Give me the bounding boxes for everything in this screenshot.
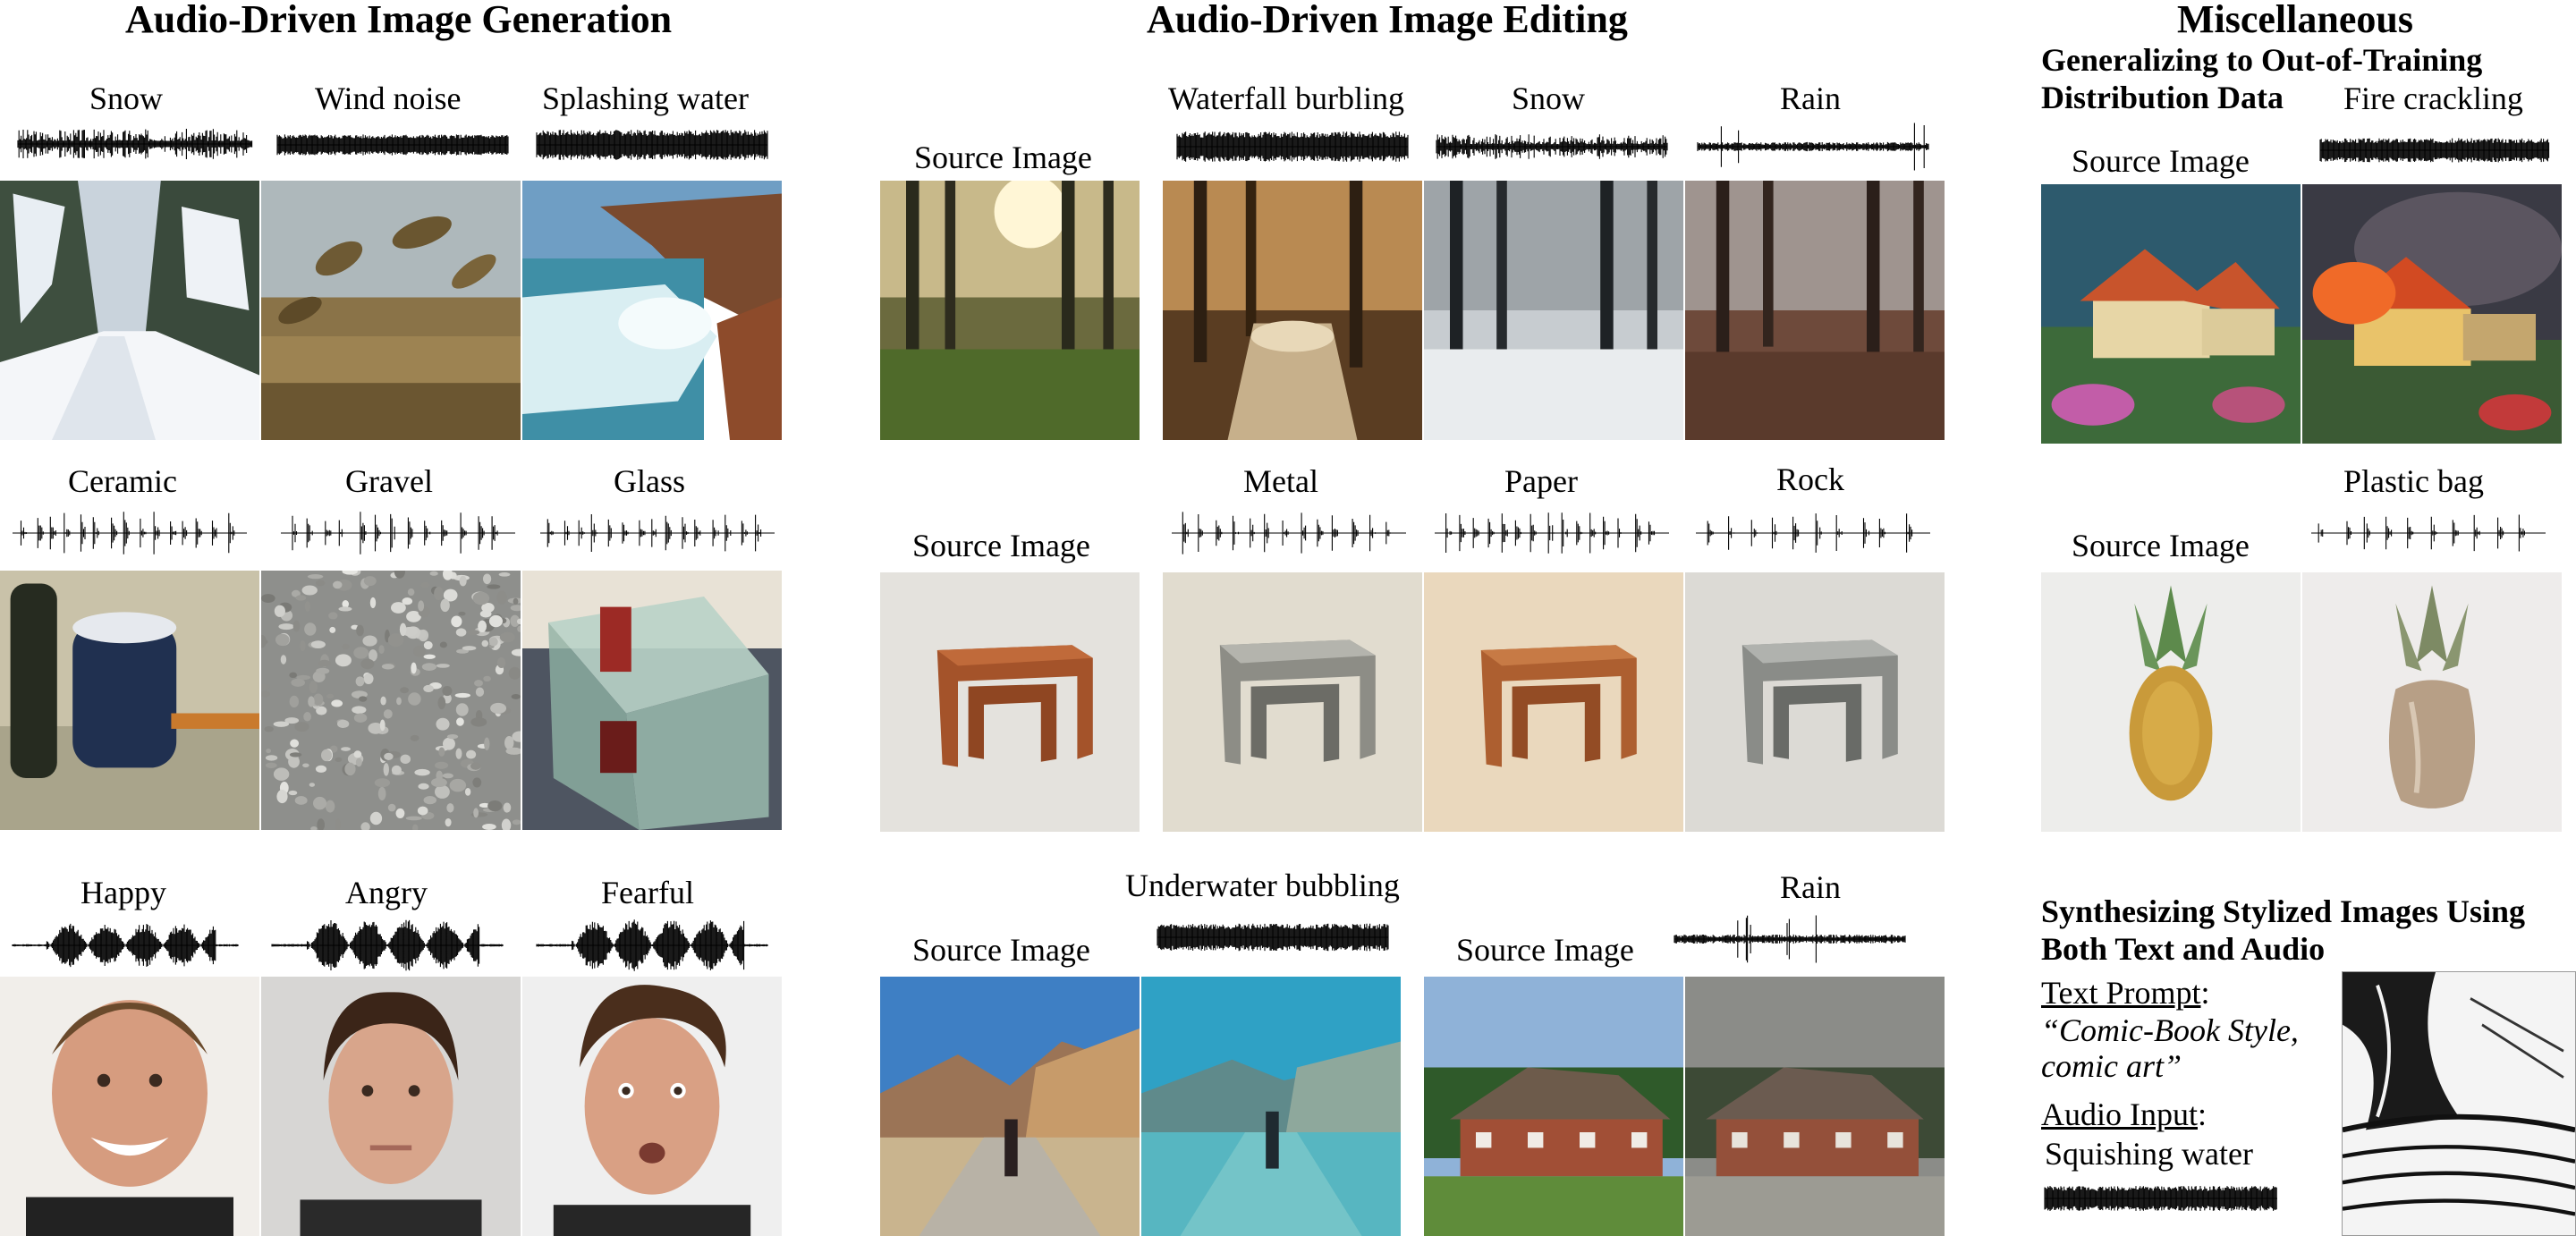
waveform-glass (540, 514, 775, 552)
image-face-happy (0, 977, 259, 1236)
section-title-editing: Audio-Driven Image Editing (1147, 0, 1628, 41)
image-wind-grass (261, 181, 521, 440)
image-splashing-water (522, 181, 782, 440)
label-gravel: Gravel (345, 463, 433, 499)
waveform-fire (2319, 138, 2550, 163)
section-title-misc: Miscellaneous (2177, 0, 2413, 41)
label-source-image-3: Source Image (912, 932, 1090, 968)
label-paper: Paper (1504, 463, 1578, 499)
image-forest-waterfall (1163, 181, 1422, 440)
label-snow: Snow (89, 80, 164, 116)
image-forest-rain (1685, 181, 1945, 440)
waveform-edit-rain (1697, 123, 1929, 171)
label-edit-snow: Snow (1512, 80, 1586, 116)
label-wind-noise: Wind noise (315, 80, 462, 116)
label-waterfall-burbling: Waterfall burbling (1168, 80, 1405, 116)
image-ceramic-mug (0, 571, 259, 830)
audio-input-label: Audio Input (2041, 1096, 2198, 1132)
label-edit-rain: Rain (1780, 80, 1841, 116)
waveform-paper (1435, 512, 1669, 554)
image-snow-road (0, 181, 259, 440)
waveform-wind-noise (276, 134, 509, 156)
waveform-angry (271, 919, 504, 971)
waveform-rock (1696, 513, 1930, 553)
waveform-gravel (281, 512, 515, 555)
label-happy: Happy (80, 875, 166, 910)
image-house-painting (2041, 184, 2301, 444)
image-table-rock (1685, 572, 1945, 832)
image-house-rain (1685, 977, 1945, 1236)
image-table-metal (1163, 572, 1422, 832)
label-source-image-1: Source Image (914, 140, 1092, 175)
waveform-snow (17, 129, 253, 159)
label-underwater-bubbling: Underwater bubbling (1125, 868, 1400, 903)
image-gravel (261, 571, 521, 830)
waveform-splashing-water (536, 130, 768, 160)
label-ceramic: Ceramic (68, 463, 177, 499)
label-metal: Metal (1243, 463, 1318, 499)
waveform-metal (1172, 512, 1406, 555)
label-rock: Rock (1776, 461, 1844, 497)
label-misc-source-1: Source Image (2072, 143, 2250, 179)
waveform-underwater (1157, 923, 1389, 952)
image-pineapple-plastic (2302, 572, 2562, 832)
label-fire-crackling: Fire crackling (2343, 80, 2523, 116)
label-fearful: Fearful (601, 875, 694, 910)
image-comic-art (2342, 971, 2576, 1236)
waveform-edit-snow (1436, 134, 1668, 159)
label-source-image-4: Source Image (1456, 932, 1634, 968)
image-table-source (880, 572, 1140, 832)
audio-input-line: Audio Input: (2041, 1096, 2207, 1132)
subtitle-ood: Generalizing to Out-of-Training Distribu… (2041, 42, 2483, 115)
image-table-paper (1424, 572, 1683, 832)
label-edit-rain-2: Rain (1780, 869, 1841, 905)
label-angry: Angry (345, 875, 428, 910)
image-face-fearful (522, 977, 782, 1236)
image-glass-table (522, 571, 782, 830)
waveform-fearful (536, 919, 768, 971)
waveform-happy (12, 923, 239, 968)
section-title-generation: Audio-Driven Image Generation (125, 0, 673, 41)
image-house-source (1424, 977, 1683, 1236)
text-prompt-value: “Comic-Book Style, comic art” (2041, 1012, 2299, 1084)
waveform-edit-rain-2 (1674, 915, 1906, 963)
text-prompt-line: Text Prompt: (2041, 975, 2210, 1011)
waveform-squishing-water (2044, 1186, 2277, 1211)
waveform-ceramic (13, 512, 247, 555)
image-forest-source (880, 181, 1140, 440)
image-pineapple (2041, 572, 2301, 832)
waveform-plastic-bag (2311, 514, 2546, 552)
image-house-fire (2302, 184, 2562, 444)
label-splashing-water: Splashing water (542, 80, 749, 116)
image-face-angry (261, 977, 521, 1236)
audio-input-value: Squishing water (2045, 1136, 2253, 1172)
subtitle-stylized: Synthesizing Stylized Images Using Both … (2041, 893, 2526, 967)
text-prompt-label: Text Prompt (2041, 975, 2201, 1011)
waveform-waterfall (1176, 131, 1409, 162)
label-misc-source-2: Source Image (2072, 528, 2250, 563)
label-plastic-bag: Plastic bag (2343, 463, 2484, 499)
label-source-image-2: Source Image (912, 528, 1090, 563)
image-road-source (880, 977, 1140, 1236)
image-forest-snow (1424, 181, 1683, 440)
image-road-underwater (1141, 977, 1401, 1236)
label-glass: Glass (614, 463, 685, 499)
